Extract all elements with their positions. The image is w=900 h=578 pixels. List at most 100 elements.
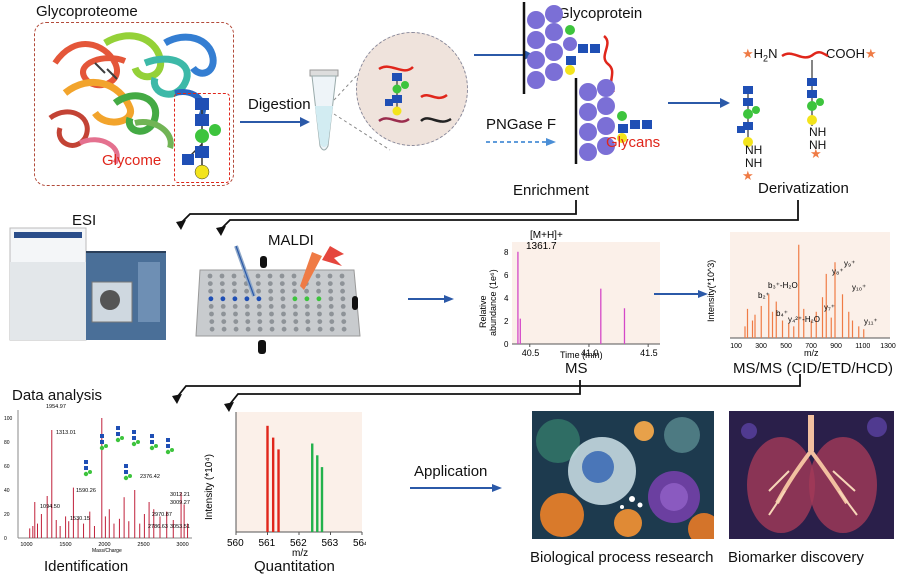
nh-left-2: NH <box>745 156 763 170</box>
ident-xtick-label: 1500 <box>59 542 71 548</box>
ident-peak-label: 3009.27 <box>170 500 190 506</box>
quant-ylabel: Intensity (*10⁴) <box>204 454 215 520</box>
deriv-left-h: H <box>753 46 764 61</box>
maldi-well <box>221 311 226 317</box>
maldi-well <box>231 281 237 286</box>
msms-arrow <box>654 290 708 298</box>
ident-glycan-square <box>150 440 154 444</box>
maldi-well <box>220 296 226 302</box>
derivatization-arrow <box>668 98 730 108</box>
maldi-well <box>257 311 262 317</box>
maldi-well <box>268 296 274 302</box>
ident-peak-label: 3012.21 <box>170 492 190 498</box>
deriv-link-line <box>811 60 813 78</box>
data-analysis-label: Data analysis <box>12 387 103 404</box>
maldi-well <box>281 311 286 317</box>
quant-xlabel: m/z <box>292 548 308 558</box>
maldi-well <box>208 288 213 294</box>
enrichment-label: Enrichment <box>513 182 589 199</box>
ident-glycan-circle <box>165 449 171 455</box>
maldi-well <box>233 319 239 324</box>
ident-xtick-label: 1000 <box>20 542 32 548</box>
ident-glycan-square <box>100 440 104 444</box>
nh-right-1: NH <box>809 125 827 139</box>
maldi-well <box>256 288 261 294</box>
maldi-well <box>293 326 299 332</box>
deriv-glycan-left <box>737 86 760 147</box>
msms-ylabel: Intensity(*10^3) <box>706 260 716 322</box>
ident-ytick-label: 100 <box>4 416 13 422</box>
quantitation-label: Quantitation <box>254 558 335 575</box>
quant-bar <box>271 437 275 532</box>
quantitation-chart: 560561562563564 Intensity (*10⁴) m/z <box>204 412 366 558</box>
quant-bar <box>311 443 314 532</box>
msms-xtick-label: 300 <box>755 343 767 350</box>
maldi-well <box>328 296 334 302</box>
maldi-well <box>315 273 321 279</box>
quant-bar <box>266 425 269 532</box>
quant-bar <box>277 449 280 532</box>
ms-ytick-label: 8 <box>504 248 509 257</box>
maldi-well <box>233 326 239 332</box>
maldi-well <box>327 281 333 286</box>
ident-peak-label: 1954.97 <box>46 404 66 410</box>
msms-xtick-label: 700 <box>805 343 817 350</box>
star-right-icon: ★ <box>810 146 822 161</box>
ident-glycan-square <box>116 432 120 436</box>
maldi-well <box>339 281 345 286</box>
ms-plot-bg <box>512 242 660 344</box>
esi-label: ESI <box>72 212 97 229</box>
ident-glycan-circle <box>154 444 158 448</box>
maldi-well <box>315 281 321 286</box>
msms-label: MS/MS (CID/ETD/HCD) <box>733 360 893 377</box>
ms-xlabel: Time (min) <box>560 350 603 360</box>
maldi-well <box>329 319 335 324</box>
maldi-well <box>219 273 225 279</box>
maldi-well <box>208 296 214 302</box>
ident-peak-label: 2970.87 <box>152 512 172 518</box>
msms-peak-label-b3: b₃⁺-H₂O <box>768 281 798 290</box>
ident-glycan-circle <box>88 470 92 474</box>
ms-xtick-label: 41.5 <box>640 348 658 358</box>
maldi-well <box>280 304 286 309</box>
ident-peak-label: 1530.15 <box>70 516 90 522</box>
maldi-well <box>245 311 250 317</box>
nh-right-2: NH <box>809 138 827 152</box>
star-left-icon: ★ <box>742 168 754 183</box>
glycan-chain-icon <box>182 98 221 180</box>
ident-glycan-square <box>132 430 136 434</box>
ident-ytick-label: 40 <box>4 488 10 494</box>
identification-label: Identification <box>44 558 129 575</box>
maldi-well <box>269 319 275 324</box>
quant-plot-bg <box>236 412 362 532</box>
maldi-well <box>341 326 347 332</box>
quant-xtick-label: 560 <box>227 538 244 549</box>
ident-peak-label: 3053.51 <box>170 524 190 530</box>
msms-peak-label-y8: y₈⁺ <box>832 267 844 276</box>
deriv-left-sub: 2 <box>763 53 769 64</box>
maldi-well <box>329 311 334 317</box>
maldi-well <box>292 288 297 294</box>
msms-xtick-label: 900 <box>830 343 842 350</box>
maldi-label: MALDI <box>268 232 314 249</box>
bio-process-label: Biological process research <box>530 549 714 566</box>
maldi-well <box>280 296 286 302</box>
ms-arrow <box>408 295 454 303</box>
maldi-well <box>317 311 322 317</box>
maldi-well <box>244 288 249 294</box>
connector-lines-2 <box>172 374 801 412</box>
maldi-well <box>268 288 273 294</box>
maldi-well <box>207 273 213 279</box>
application-arrow <box>410 484 502 492</box>
ident-glycan-square <box>124 470 128 474</box>
biomarker-image <box>729 411 894 539</box>
maldi-well <box>268 304 274 309</box>
maldi-plate-image <box>195 245 361 354</box>
biomarker-label: Biomarker discovery <box>728 549 864 566</box>
msms-peak-label-y11: y₁₁⁺ <box>864 317 878 326</box>
maldi-well <box>245 326 251 332</box>
maldi-well <box>209 311 214 317</box>
msms-xtick-label: 500 <box>780 343 792 350</box>
ms-ytick-label: 6 <box>504 271 509 280</box>
